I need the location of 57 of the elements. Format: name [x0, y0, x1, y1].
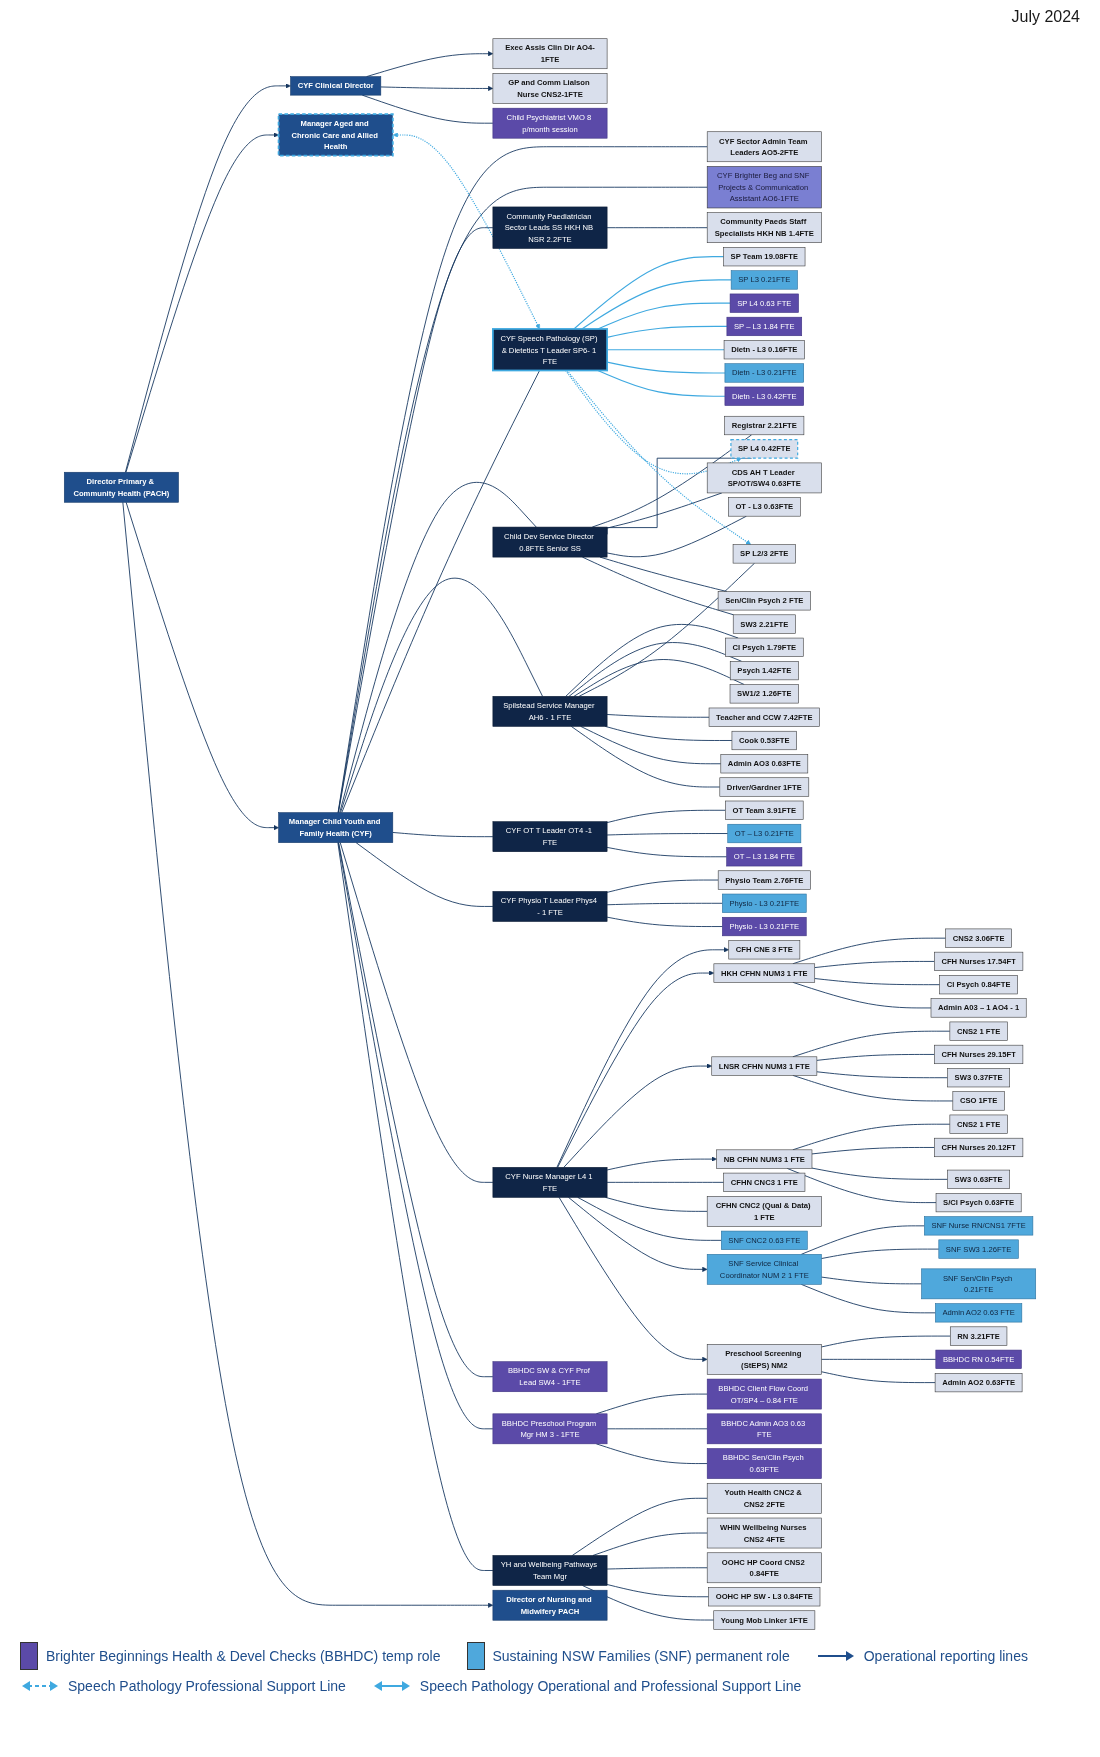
date-label: July 2024	[1011, 8, 1080, 25]
legend-text: Operational reporting lines	[863, 1648, 1028, 1664]
connector	[573, 256, 725, 330]
connector	[606, 916, 723, 927]
connector	[606, 902, 723, 906]
connector	[597, 369, 726, 397]
connector	[820, 1248, 940, 1259]
connector	[568, 642, 743, 697]
connector	[800, 1225, 925, 1255]
connector	[606, 1584, 710, 1598]
connector	[820, 1276, 922, 1285]
connector	[606, 809, 726, 824]
connector	[577, 1196, 722, 1241]
connector	[392, 832, 494, 838]
connector	[339, 842, 494, 1183]
connector	[355, 842, 494, 907]
connector	[573, 659, 745, 697]
connector	[570, 725, 721, 788]
connector	[606, 833, 729, 836]
arrow	[566, 369, 751, 545]
connector	[606, 515, 747, 558]
connector	[565, 623, 739, 697]
connector	[340, 578, 543, 814]
connector	[571, 1497, 708, 1556]
connector	[580, 725, 722, 765]
legend-text: Brighter Beginnings Health & Devel Checks (BBHDC) temp role	[46, 1648, 441, 1664]
connector	[811, 1147, 935, 1155]
connector	[820, 1335, 951, 1348]
legend-text: Speech Pathology Operational and Professional Support Line	[419, 1678, 802, 1694]
connector	[582, 1585, 715, 1621]
connector	[341, 370, 540, 814]
connector	[606, 846, 728, 858]
connector	[606, 227, 708, 229]
connector	[606, 714, 710, 718]
arrow	[392, 132, 540, 330]
arrow	[565, 369, 742, 475]
connector	[595, 1443, 708, 1464]
connector	[581, 279, 732, 330]
legend-text: Speech Pathology Professional Support Line	[68, 1678, 346, 1694]
connector	[578, 562, 756, 697]
connector	[337, 227, 494, 814]
connector	[606, 1428, 708, 1430]
connector	[814, 961, 935, 969]
connector	[816, 1054, 935, 1061]
connector	[606, 1181, 725, 1183]
connector	[606, 879, 719, 893]
connector	[811, 1167, 948, 1180]
legend-text: Sustaining NSW Families (SNF) permanent role	[492, 1648, 790, 1664]
connector	[820, 1371, 936, 1384]
connector	[605, 1196, 708, 1212]
connector	[337, 842, 494, 1571]
connector	[604, 725, 733, 741]
connector	[814, 978, 941, 986]
connector	[339, 482, 537, 814]
connector	[606, 1567, 708, 1570]
connector	[820, 1358, 937, 1360]
connector	[816, 1071, 948, 1079]
